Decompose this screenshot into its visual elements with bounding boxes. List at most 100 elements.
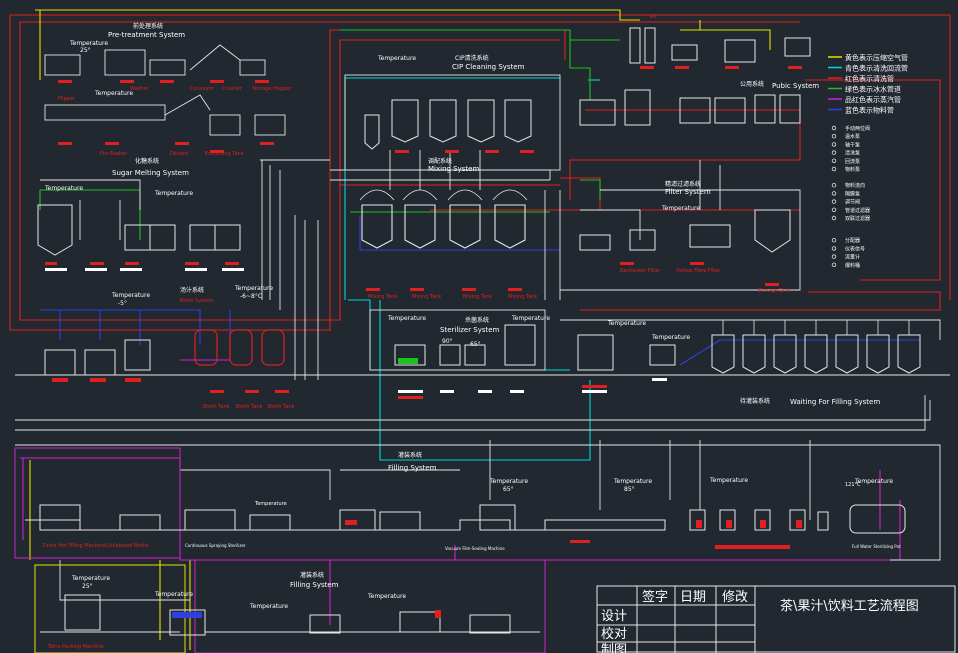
label-hot-fill: Drink Hot Filling Machine(Unlabeled Bott… <box>43 543 149 549</box>
legend-symbol-icon <box>831 199 837 204</box>
temp-label: Temperature <box>613 478 652 485</box>
legend-symbol-icon <box>831 246 837 251</box>
temp-label: Temperature <box>254 501 287 507</box>
legend-symbol-label: 仪表信号 <box>845 245 865 252</box>
filter-title-cn: 精滤过滤系统 <box>665 180 701 188</box>
temp-label: Temperature <box>607 320 646 327</box>
legend-pipe-label: 红色表示清洗管 <box>845 74 894 83</box>
legend-symbol-icon <box>831 158 837 163</box>
broth-title-cn: 汤汁系统 <box>180 286 204 294</box>
temp-label: Temperature <box>661 205 700 212</box>
sugar-title: Sugar Melting System <box>112 169 189 177</box>
legend-symbol-label: 分配器 <box>845 237 860 244</box>
legend-symbol-icon <box>831 142 837 147</box>
tank-icon <box>504 99 532 143</box>
legend-pipe-label: 品红色表示蒸汽管 <box>845 95 901 104</box>
tank-icon <box>391 99 419 143</box>
temp-label: Temperature <box>44 185 83 192</box>
label-broth-tank: Broth Tank <box>268 404 295 410</box>
temp-label: Temperature <box>154 190 193 197</box>
tank-icon <box>429 99 457 143</box>
temp-value: 121°C <box>845 482 861 488</box>
filter-title: Filter System <box>665 188 711 196</box>
title-block: 签字 日期 修改 设计 校对 制图 茶\果汁\饮料工艺流程图 <box>596 585 956 653</box>
temp-value: -5° <box>118 300 127 307</box>
title-row-design: 设计 <box>601 609 627 624</box>
label-crusher: Crusher <box>222 86 243 92</box>
legend-symbol-label: 隔膜泵 <box>845 190 860 197</box>
temp-label: Temperature <box>69 40 108 47</box>
filling2-section: 灌装系统 Filling System Temperature 25° Temp… <box>34 559 546 653</box>
drawing-title: 茶\果汁\饮料工艺流程图 <box>780 598 919 614</box>
pubic-section: Air 公用系统 Pubic System <box>579 14 819 126</box>
filling2-title: Filling System <box>290 581 339 589</box>
legend-symbol-icon <box>831 182 837 188</box>
label-vacuum: Vacuum Film-Sealing Machine <box>445 546 505 551</box>
legend-symbol-label: 流量计 <box>845 254 860 261</box>
legend-symbol-label: 物料泵 <box>845 166 860 173</box>
temp-label: Temperature <box>511 315 550 322</box>
temp-label: Temperature <box>234 285 273 292</box>
label-mixing-tank: Mixing Tank <box>463 294 492 300</box>
agitator-icon <box>492 189 528 201</box>
tank-icon <box>804 334 828 374</box>
title-header-sign: 签字 <box>642 589 668 605</box>
waiting-title: Waiting For Filling System <box>790 398 880 406</box>
temp-label: Temperature <box>94 90 133 97</box>
label-mixing-tank: Mixing Tank <box>508 294 537 300</box>
temp-value: 85° <box>624 486 635 493</box>
temp-label: Temperature <box>854 478 893 485</box>
pretreatment-title-cn: 前处理系统 <box>133 22 163 30</box>
legend-symbol-label: 物料流向 <box>845 182 865 189</box>
legend-symbol-icon <box>831 254 837 259</box>
label-flipper: Flipper <box>58 96 76 102</box>
legend-symbol-icon <box>831 237 837 243</box>
legend-pipe-label: 青色表示清洗回流管 <box>845 64 908 73</box>
filling1-title: Filling System <box>388 464 437 472</box>
agitator-icon <box>402 189 438 201</box>
temp-label: Temperature <box>367 593 406 600</box>
label-broth-tank: Broth Tank <box>236 404 263 410</box>
label-retort: Full Water Sterilizing Pot <box>852 544 901 549</box>
cip-title-cn: CIP清洗系统 <box>455 54 489 62</box>
temp-value: 90° <box>442 338 453 345</box>
tank-icon <box>742 334 766 374</box>
legend-symbol-label: 调节阀 <box>845 199 860 206</box>
tank-icon <box>467 99 495 143</box>
mixing-section: 调配系统 Mixing System Mixing Tank Mixing Ta… <box>359 157 537 300</box>
filter-section: 精滤过滤系统 Filter System Temperature Backwat… <box>579 180 791 294</box>
filling2-title-cn: 灌装系统 <box>300 571 324 579</box>
sugar-title-cn: 化糖系统 <box>135 157 159 165</box>
label-mixing-tank: Mixing Tank <box>368 294 397 300</box>
label-dilute: Diluted <box>170 151 188 157</box>
temp-label: Temperature <box>651 334 690 341</box>
title-header-date: 日期 <box>680 590 706 605</box>
legend-symbol-icon <box>831 125 837 131</box>
mixing-title: Mixing System <box>428 165 479 173</box>
label-broth-tank: Broth Tank <box>203 404 230 410</box>
broth-section: Temperature -5° 汤汁系统 Broth System Temper… <box>44 285 295 410</box>
legend-symbol-label: 清洗泵 <box>845 150 860 157</box>
tank-icon <box>449 204 481 249</box>
label-mixing-tank: Mixing Tank <box>412 294 441 300</box>
sugar-section: 化糖系统 Sugar Melting System Temperature Te… <box>37 157 244 271</box>
label-backwater-filter: Backwater Filter <box>620 268 661 274</box>
temp-label: Temperature <box>387 315 426 322</box>
temp-label: Temperature <box>71 575 110 582</box>
legend-symbol-label: 双联过滤器 <box>845 215 870 222</box>
legend: 黄色表示压缩空气管青色表示清洗回流管红色表示清洗管绿色表示冰水管道品红色表示蒸汽… <box>828 53 908 269</box>
label-extract: Extracting Tank <box>205 151 244 157</box>
legend-symbol-icon <box>831 215 837 221</box>
label-soaker: Pre-Soaker <box>100 151 128 157</box>
legend-pipe-label: 黄色表示压缩空气管 <box>845 53 908 62</box>
mixing-title-cn: 调配系统 <box>428 157 452 165</box>
label-storage-hopper: Storage Hopper <box>252 86 292 92</box>
tank-icon <box>897 334 921 374</box>
broth-title: Broth System <box>180 298 214 304</box>
temp-label: Temperature <box>111 292 150 299</box>
temp-value: 25° <box>82 583 93 590</box>
filling1-title-cn: 灌装系统 <box>398 451 422 459</box>
label-tetra: Tetra Packing Machine <box>47 644 104 650</box>
legend-symbol-label: 管道过滤器 <box>845 207 870 214</box>
sterilizer-section: 杀菌系统 Sterilizer System Temperature Tempe… <box>369 309 550 399</box>
